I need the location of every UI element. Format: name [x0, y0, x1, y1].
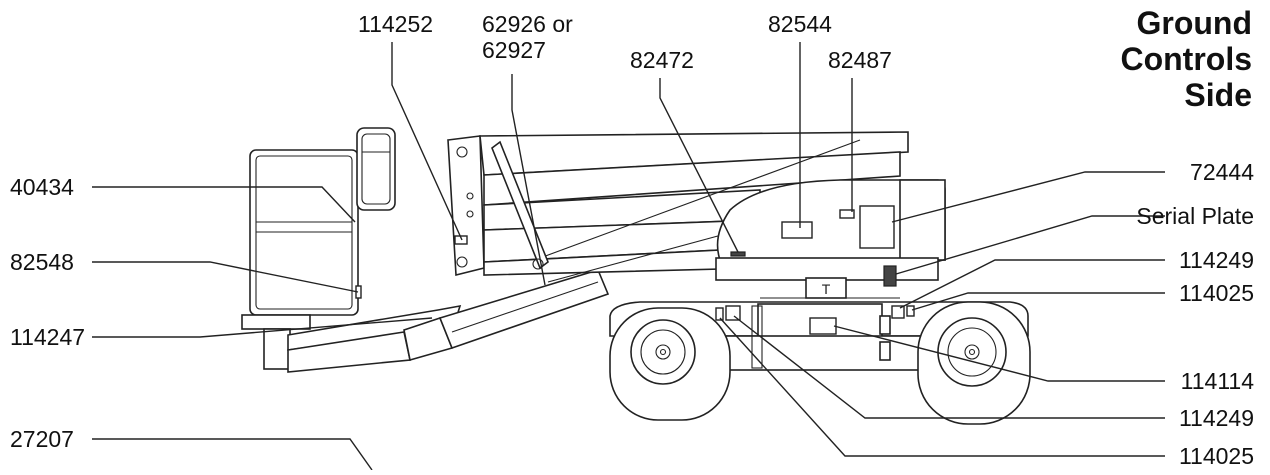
rear-wheel — [609, 307, 731, 421]
label-27207: 27207 — [10, 426, 74, 452]
heading-line-2: Controls — [1120, 41, 1252, 77]
label-62927: 62927 — [482, 37, 546, 63]
decal-72444 — [859, 205, 895, 249]
label-82472: 82472 — [630, 47, 694, 73]
heading-line-3: Side — [1184, 77, 1252, 113]
heading-line-1: Ground — [1136, 5, 1252, 41]
decal-114252 — [454, 235, 468, 245]
label-114249-lower: 114249 — [1179, 405, 1254, 431]
serial-plate — [883, 265, 897, 287]
label-40434: 40434 — [10, 174, 74, 200]
machine-artwork: T — [241, 127, 1031, 425]
label-62926-or: 62926 or — [482, 11, 573, 37]
label-72444: 72444 — [1190, 159, 1254, 185]
decal-82544 — [781, 221, 813, 239]
label-serial-plate: Serial Plate — [1136, 203, 1254, 229]
decal-114249-upper — [891, 305, 905, 319]
label-82487: 82487 — [828, 47, 892, 73]
decal-114249-lower — [725, 305, 741, 321]
decal-114025-upper — [906, 305, 915, 317]
decal-114025-lower — [715, 307, 724, 321]
label-114025-upper: 114025 — [1179, 280, 1254, 306]
front-wheel — [917, 301, 1031, 425]
label-114025-lower: 114025 — [1179, 443, 1254, 469]
label-82548: 82548 — [10, 249, 74, 275]
label-114252: 114252 — [358, 11, 433, 37]
svg-text:T: T — [822, 281, 831, 297]
label-82544: 82544 — [768, 11, 832, 37]
jib-boom — [287, 269, 610, 373]
callout-labels: 114252 62926 or 62927 82472 82544 82487 … — [10, 11, 1254, 469]
turntable: T — [715, 179, 946, 299]
heading: Ground Controls Side — [1120, 5, 1252, 113]
decal-82472 — [730, 251, 746, 257]
leader-lines — [92, 42, 1165, 471]
decal-114114 — [809, 317, 837, 335]
main-boom — [479, 131, 909, 283]
label-114249-upper: 114249 — [1179, 247, 1254, 273]
label-114114: 114114 — [1181, 368, 1255, 394]
platform-basket — [241, 127, 396, 370]
label-114247: 114247 — [10, 324, 85, 350]
decal-82487 — [839, 209, 855, 219]
